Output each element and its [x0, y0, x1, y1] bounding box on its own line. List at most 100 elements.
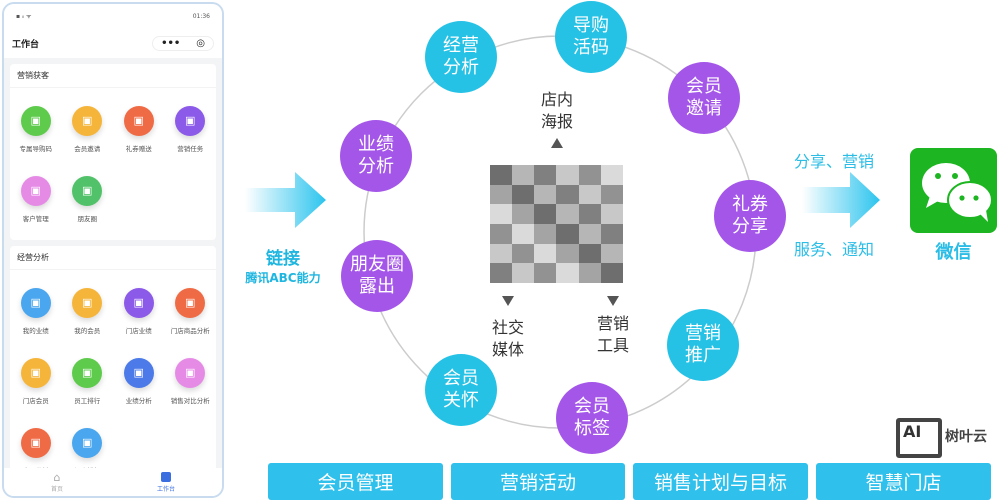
link-label: 链接 腾讯ABC能力: [233, 244, 333, 286]
app-header: 工作台 ••• ◎: [4, 28, 222, 58]
app-label: 专属导购码: [19, 144, 53, 153]
app-item[interactable]: ▣ 礼券赠送: [113, 94, 165, 164]
app-item[interactable]: ▣ 销售对比分析: [165, 346, 217, 416]
tab-workbench[interactable]: 工作台: [156, 471, 175, 493]
more-icon[interactable]: •••: [161, 37, 181, 49]
mosaic-cell: [578, 263, 601, 283]
triangle-down-icon: [607, 296, 619, 306]
qr-code-mosaic: [490, 165, 623, 283]
mosaic-cell: [578, 223, 601, 244]
app-icon: ▣: [20, 427, 51, 458]
app-icon: ▣: [175, 287, 206, 318]
app-label: 员工排行: [74, 396, 101, 405]
mosaic-cell: [512, 165, 535, 185]
app-label: 我的会员: [74, 326, 101, 335]
app-item[interactable]: ▣门店会员: [10, 346, 62, 416]
app-label: 我的业绩: [22, 326, 49, 335]
app-icon: ▣: [123, 287, 154, 318]
node-6: 会员 关怀: [425, 354, 497, 426]
mosaic-cell: [490, 243, 513, 264]
capsule-menu[interactable]: ••• ◎: [152, 35, 214, 51]
mosaic-cell: [556, 184, 579, 205]
app-icon: ▣: [20, 287, 51, 318]
app-label: 门店业绩: [125, 326, 152, 335]
node-5: 会员 标签: [556, 382, 628, 454]
app-item[interactable]: ▣专属导购码: [10, 94, 62, 164]
mosaic-cell: [600, 184, 623, 205]
app-icon: ▣: [72, 105, 103, 136]
node-7: 朋友圈 露出: [341, 240, 413, 312]
app-label: 销售对比分析: [170, 396, 210, 405]
mosaic-cell: [490, 165, 513, 185]
mosaic-cell: [600, 165, 623, 185]
app-item[interactable]: ▣营销任务: [165, 94, 217, 164]
node-0: 经营 分析: [425, 21, 497, 93]
arrow-right-icon: [245, 172, 326, 228]
app-item[interactable]: ▣门店商品分析: [165, 276, 217, 346]
app-icon: ▣: [72, 287, 103, 318]
mosaic-cell: [600, 243, 623, 264]
mosaic-cell: [534, 263, 557, 283]
status-time: 01:36: [192, 12, 210, 20]
mosaic-cell: [490, 184, 513, 205]
link-title: 链接: [266, 249, 300, 269]
app-icon: ▣: [20, 175, 51, 206]
app-label: 业绩分析: [125, 396, 152, 405]
mosaic-cell: [556, 243, 579, 264]
app-item[interactable]: ▣ 我的业绩: [10, 276, 62, 346]
tab-label: 工作台: [156, 485, 175, 493]
app-item[interactable]: ▣朋友圈: [62, 164, 114, 234]
section-title: 营销获客: [10, 64, 216, 88]
app-item[interactable]: ▣ 会员邀请: [62, 94, 114, 164]
wechat-icon: [910, 148, 997, 233]
mosaic-cell: [512, 184, 535, 205]
bar-smart-store: 智慧门店: [816, 463, 991, 500]
mosaic-cell: [534, 165, 557, 185]
triangle-up-icon: [551, 138, 563, 148]
app-label: 会员邀请: [74, 144, 101, 153]
app-icon: ▣: [72, 175, 103, 206]
tab-label: 首页: [50, 486, 63, 493]
arrow-right-icon: [802, 172, 880, 228]
mosaic-cell: [556, 263, 579, 283]
watermark-text: 树叶云: [945, 429, 987, 445]
app-item[interactable]: ▣客户管理: [10, 164, 62, 234]
mosaic-cell: [534, 184, 557, 205]
share-marketing-label: 分享、营销: [794, 152, 875, 171]
app-label: 礼券赠送: [125, 144, 152, 153]
label-poster: 店内 海报: [540, 90, 573, 131]
page-title: 工作台: [12, 39, 40, 50]
section-0: 营销获客▣专属导购码▣会员邀请▣礼券赠送▣营销任务▣客户管理▣朋友圈: [10, 64, 216, 240]
mosaic-cell: [600, 263, 623, 283]
app-item[interactable]: ▣ 我的会员: [62, 276, 114, 346]
tab-home[interactable]: ⌂ 首页: [51, 471, 63, 493]
bar-member-management: 会员管理: [268, 463, 443, 500]
app-icon: ▣: [72, 427, 103, 458]
app-icon: ▣: [123, 105, 154, 136]
node-1: 导购 活码: [555, 1, 627, 73]
close-target-icon[interactable]: ◎: [196, 37, 205, 49]
mosaic-cell: [534, 204, 557, 224]
home-icon: ⌂: [53, 471, 61, 484]
mosaic-cell: [600, 204, 623, 224]
mosaic-cell: [578, 243, 601, 264]
app-label: 门店会员: [22, 396, 49, 405]
workbench-icon: [160, 471, 171, 482]
mosaic-cell: [578, 204, 601, 224]
bar-marketing-activity: 营销活动: [451, 463, 625, 500]
mosaic-cell: [512, 263, 535, 283]
mosaic-cell: [490, 263, 513, 283]
service-notice-label: 服务、通知: [794, 240, 875, 259]
wechat-label: 微信: [935, 242, 972, 263]
app-item[interactable]: ▣员工排行: [62, 346, 114, 416]
link-subtitle: 腾讯ABC能力: [245, 271, 321, 285]
node-3: 礼券 分享: [714, 180, 786, 252]
mosaic-cell: [490, 204, 513, 224]
mosaic-cell: [490, 223, 513, 244]
node-4: 营销 推广: [667, 309, 739, 381]
app-icon: ▣: [175, 357, 206, 388]
section-1: 经营分析▣我的业绩▣我的会员▣门店业绩▣门店商品分析▣门店会员▣员工排行▣业绩分…: [10, 246, 216, 492]
app-item[interactable]: ▣ 门店业绩: [113, 276, 165, 346]
app-item[interactable]: ▣业绩分析: [113, 346, 165, 416]
